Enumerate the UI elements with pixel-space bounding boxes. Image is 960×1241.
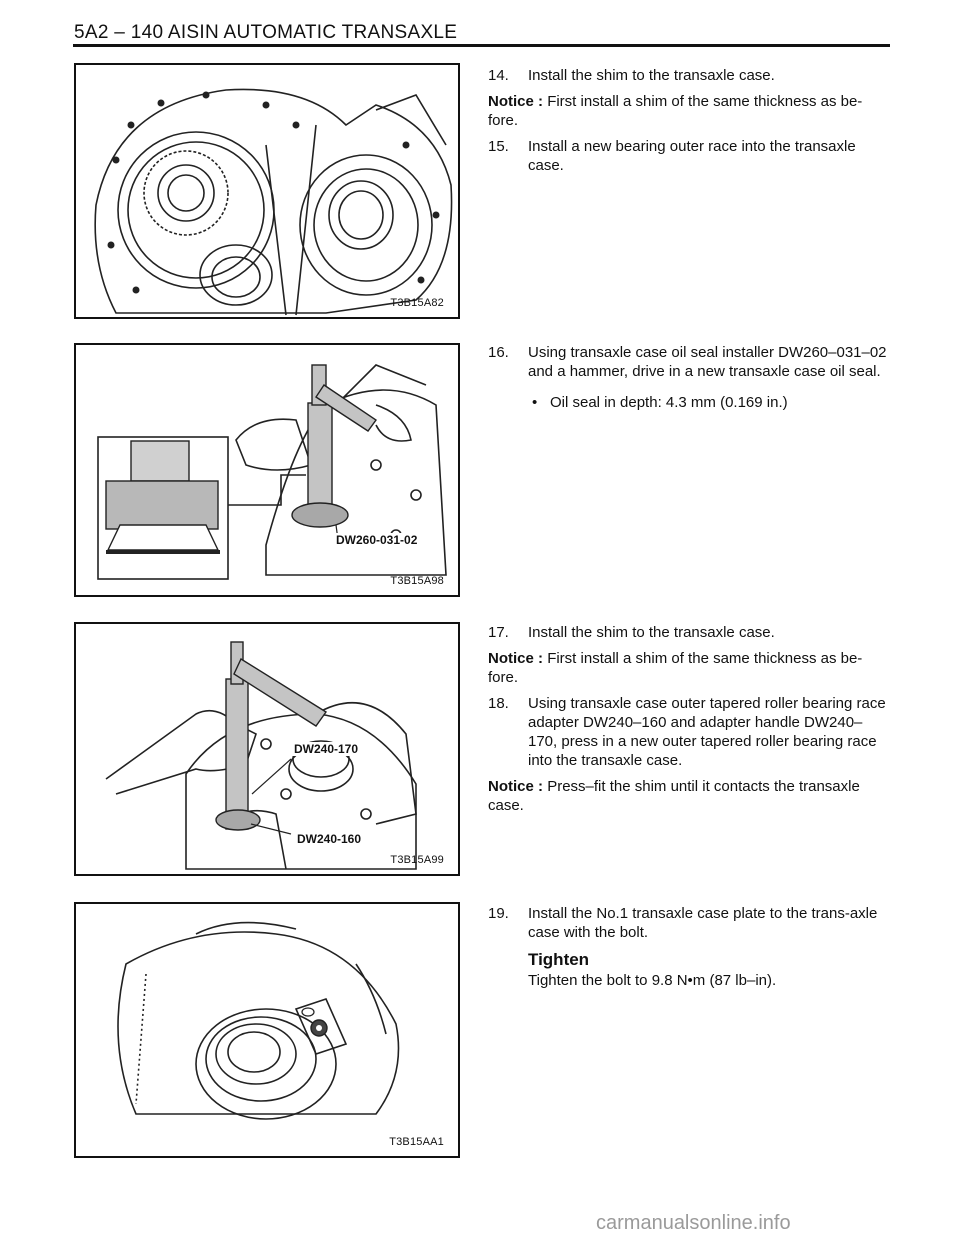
step-text: Using transaxle case oil seal installer … [528, 344, 887, 380]
step-14: 14. Install the shim to the transaxle ca… [488, 66, 890, 85]
footer-watermark: carmanualsonline.info [596, 1212, 791, 1234]
step-text: Install the shim to the transaxle case. [528, 624, 775, 641]
step-number: 18. [488, 695, 509, 712]
step-number: 17. [488, 624, 509, 641]
bullet-symbol: • [532, 394, 538, 411]
figure-transaxle-case-shim: T3B15A82 [74, 63, 460, 319]
figure-code: T3B15A98 [390, 575, 444, 587]
step-text: Install the shim to the transaxle case. [528, 67, 775, 84]
notice-label: Notice : [488, 93, 544, 110]
step-number: 15. [488, 138, 509, 155]
figure-code: T3B15AA1 [389, 1136, 444, 1148]
step-text: Using transaxle case outer tapered rolle… [528, 695, 886, 769]
oil-seal-installer-illustration [97, 364, 447, 580]
step-text: Install a new bearing outer race into th… [528, 138, 856, 174]
notice-text: Press–fit the shim until it contacts the… [488, 778, 860, 814]
tighten-spec: Tighten the bolt to 9.8 N•m (87 lb–in). [528, 972, 777, 989]
figure-case-plate: T3B15AA1 [74, 902, 460, 1158]
callout-tool-dw240-170: DW240-170 [292, 742, 361, 756]
step-number: 19. [488, 905, 509, 922]
notice-text: First install a shim of the same thickne… [488, 93, 863, 129]
figure-code: T3B15A82 [390, 297, 444, 309]
tighten-heading: Tighten [528, 950, 590, 969]
figure-oil-seal-installer: DW260-031-02 T3B15A98 [74, 343, 460, 597]
spec-bullet: • Oil seal in depth: 4.3 mm (0.169 in.) [488, 393, 890, 412]
notice-text: First install a shim of the same thickne… [488, 650, 863, 686]
transaxle-case-illustration [94, 88, 453, 316]
notice: Notice : First install a shim of the sam… [488, 649, 890, 687]
step-18: 18. Using transaxle case outer tapered r… [488, 694, 890, 770]
notice: Notice : Press–fit the shim until it con… [488, 777, 890, 815]
instructions-section-4: 19. Install the No.1 transaxle case plat… [488, 904, 890, 990]
step-16: 16. Using transaxle case oil seal instal… [488, 343, 890, 381]
instructions-section-1: 14. Install the shim to the transaxle ca… [488, 66, 890, 182]
callout-tool-dw240-160: DW240-160 [295, 832, 364, 846]
step-19: 19. Install the No.1 transaxle case plat… [488, 904, 890, 942]
figure-code: T3B15A99 [390, 854, 444, 866]
notice: Notice : First install a shim of the sam… [488, 92, 890, 130]
step-15: 15. Install a new bearing outer race int… [488, 137, 890, 175]
notice-label: Notice : [488, 650, 544, 667]
page-header-title: 5A2 – 140 AISIN AUTOMATIC TRANSAXLE [74, 22, 458, 43]
step-number: 16. [488, 344, 509, 361]
bullet-text: Oil seal in depth: 4.3 mm (0.169 in.) [550, 394, 788, 411]
case-plate-illustration [117, 921, 400, 1120]
notice-label: Notice : [488, 778, 544, 795]
step-17: 17. Install the shim to the transaxle ca… [488, 623, 890, 642]
figure-bearing-race-adapter: DW240-170 DW240-160 T3B15A99 [74, 622, 460, 876]
instructions-section-2: 16. Using transaxle case oil seal instal… [488, 343, 890, 412]
step-text: Install the No.1 transaxle case plate to… [528, 905, 878, 941]
header-rule [73, 44, 890, 47]
instructions-section-3: 17. Install the shim to the transaxle ca… [488, 623, 890, 822]
bearing-race-adapter-illustration [105, 641, 417, 870]
step-number: 14. [488, 67, 509, 84]
callout-tool-dw260-031-02: DW260-031-02 [334, 533, 420, 547]
